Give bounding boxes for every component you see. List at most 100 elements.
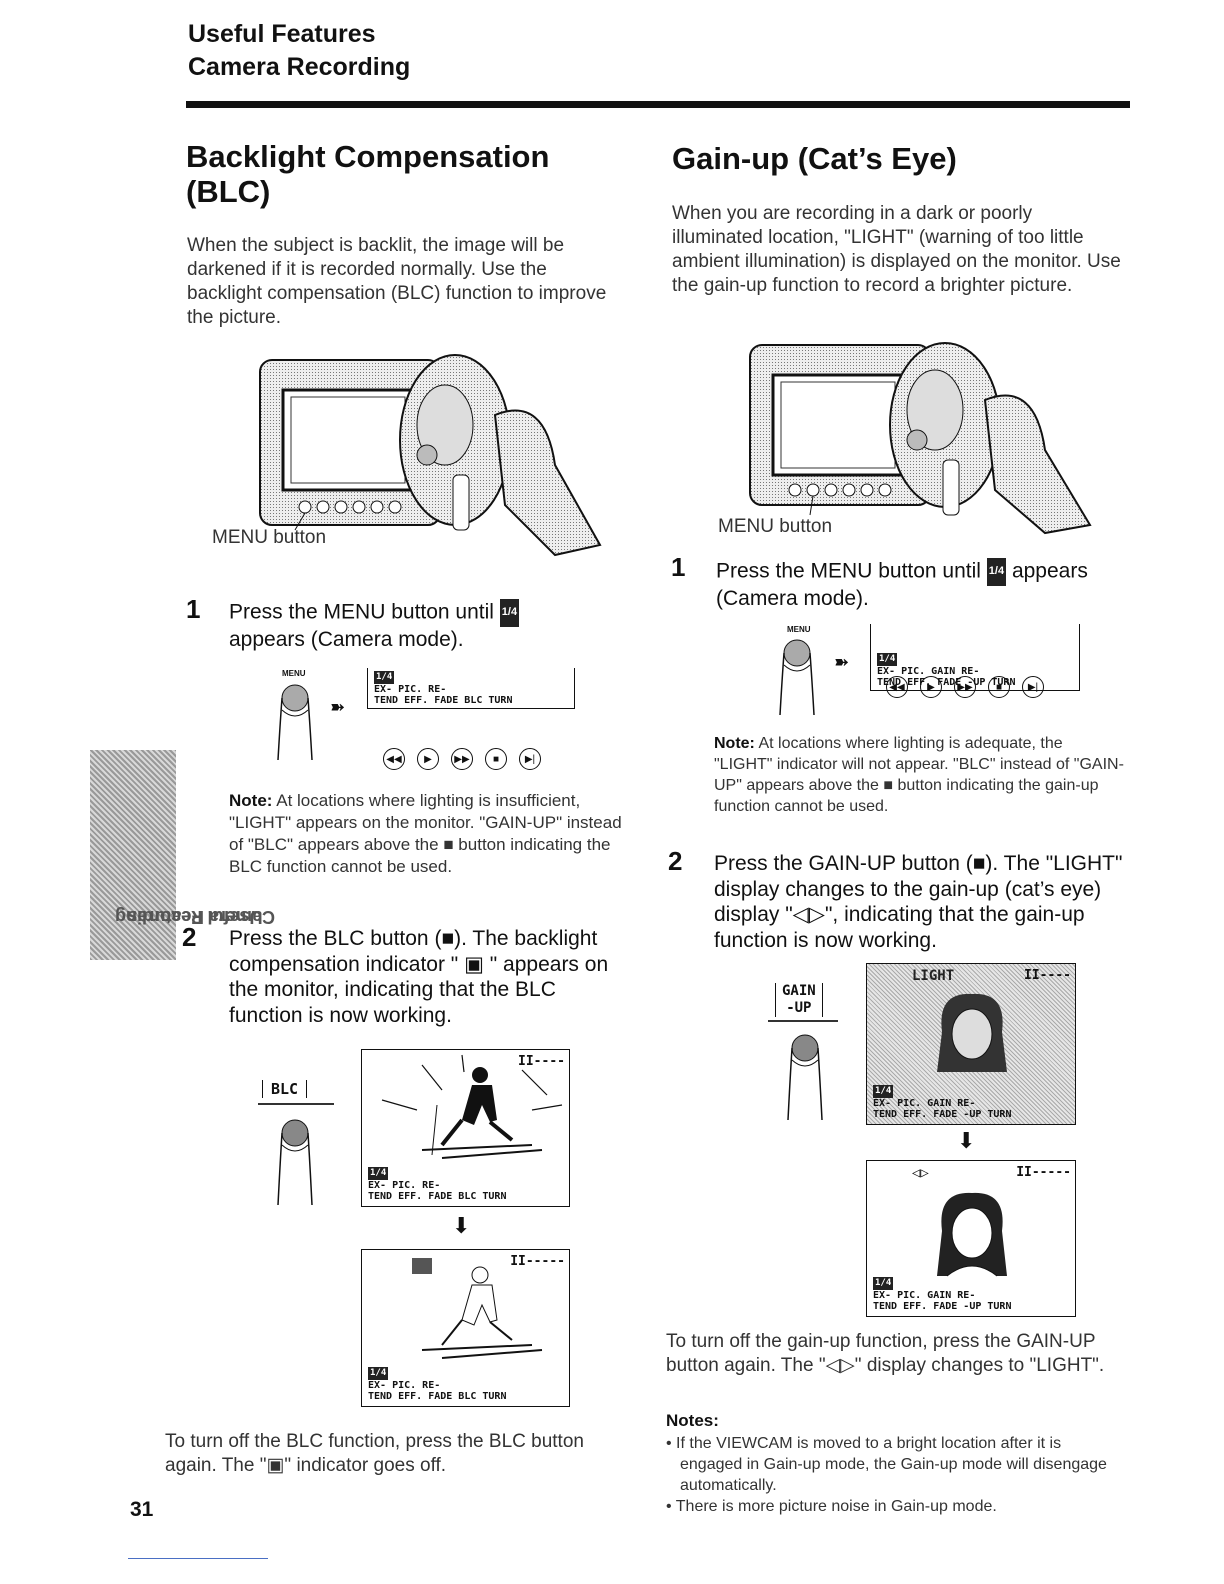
- arrow-icon: ➽: [330, 697, 346, 717]
- finger-press-icon-gainup: [787, 1034, 823, 1120]
- gain-step2-text: Press the GAIN-UP button (■). The "LIGHT…: [714, 852, 1123, 952]
- bright-screen-row2: TEND EFF. FADE -UP TURN: [873, 1301, 1012, 1312]
- finger-press-icon: [277, 684, 313, 760]
- cat-eye-indicator: ◁▷: [912, 1165, 929, 1181]
- rewind-button-icon: ◀◀: [886, 676, 908, 698]
- ff-button-icon: ▶▶: [954, 676, 976, 698]
- skier-bright-illustration: [412, 1258, 543, 1359]
- gainup-screen-before: LIGHT II---- 1/4 EX- PIC. GAIN RE- TEND …: [866, 963, 1076, 1125]
- gain-step1-text-a: Press the MENU button until: [716, 559, 981, 583]
- page-number: 31: [130, 1498, 154, 1521]
- screen2-row2: TEND EFF. FADE BLC TURN: [368, 1391, 507, 1402]
- finger-press-icon-blc: [277, 1119, 313, 1205]
- blc-title-line2: (BLC): [186, 174, 271, 209]
- menu-tag-right: MENU: [787, 625, 811, 634]
- finger-press-icon-right: [779, 639, 815, 715]
- dark-screen-badge: 1/4: [873, 1085, 894, 1098]
- light-warning: LIGHT: [912, 968, 955, 984]
- gainup-key-rule: [768, 1020, 838, 1022]
- tape-counter-2: II-----: [510, 1254, 565, 1269]
- tape-counter-right: II----: [1024, 968, 1071, 983]
- notes-label: Notes:: [666, 1411, 719, 1430]
- gainup-note: Note: At locations where lighting is ade…: [714, 733, 1124, 817]
- gainup-title: Gain-up (Cat’s Eye): [672, 141, 957, 176]
- gain-step1-text-b: appears (Camera mode).: [716, 559, 1088, 610]
- note-item-1: If the VIEWCAM is moved to a bright loca…: [676, 1435, 1107, 1494]
- tape-counter: II----: [518, 1054, 565, 1069]
- screen-row1: EX- PIC. RE-: [368, 1180, 441, 1191]
- blc-title-line1: Backlight Compensation: [186, 139, 550, 174]
- stop-button-icon: ■: [485, 748, 507, 770]
- note-item-2: There is more picture noise in Gain-up m…: [675, 1498, 997, 1515]
- blc-note-text: At locations where lighting is insuffici…: [229, 791, 622, 876]
- blc-note: Note: At locations where lighting is ins…: [229, 790, 629, 878]
- camera-mode-icon: 1/4: [499, 599, 520, 627]
- skip-button-icon: ▶|: [1022, 676, 1044, 698]
- osd-badge-right: 1/4: [877, 653, 898, 666]
- stop-button-icon: ■: [988, 676, 1010, 698]
- notes-list: • If the VIEWCAM is moved to a bright lo…: [666, 1433, 1121, 1517]
- screen2-badge: 1/4: [368, 1367, 389, 1380]
- step1-text-b: appears (Camera mode).: [229, 627, 464, 651]
- arrow-icon-right: ➽: [834, 652, 850, 672]
- bright-screen-badge: 1/4: [873, 1277, 894, 1290]
- gainup-note-label: Note:: [714, 735, 755, 752]
- tape-counter-right-2: II-----: [1016, 1165, 1071, 1180]
- gainup-closing: To turn off the gain-up function, press …: [666, 1331, 1105, 1376]
- rewind-button-icon: ◀◀: [383, 748, 405, 770]
- blc-key: BLC: [262, 1080, 308, 1098]
- gainup-intro: When you are recording in a dark or poor…: [672, 203, 1121, 296]
- screen2-row1: EX- PIC. RE-: [368, 1380, 441, 1391]
- portrait-dark: [937, 993, 1007, 1072]
- note-item: • If the VIEWCAM is moved to a bright lo…: [666, 1435, 1107, 1494]
- menu-button-label-right: MENU button: [718, 516, 833, 537]
- step1-text: Press the MENU button until 1/4 appears …: [229, 599, 629, 652]
- camera-mode-icon-right: 1/4: [986, 558, 1007, 586]
- gainup-screen-after: ◁▷ II----- 1/4 EX- PIC. GAIN RE- TEND EF…: [866, 1160, 1076, 1317]
- menu-button-label: MENU button: [212, 527, 327, 548]
- blc-closing: To turn off the BLC function, press the …: [165, 1431, 584, 1476]
- play-button-icon: ▶: [920, 676, 942, 698]
- gainup-note-text: At locations where lighting is adequate,…: [714, 735, 1124, 815]
- play-button-icon: ▶: [417, 748, 439, 770]
- portrait-bright: [937, 1192, 1007, 1277]
- osd-row1-right: EX- PIC. GAIN RE-: [877, 666, 980, 677]
- screen-badge: 1/4: [368, 1167, 389, 1180]
- osd-badge: 1/4: [374, 671, 395, 684]
- gain-step1-text: Press the MENU button until 1/4 appears …: [716, 558, 1126, 611]
- osd-row2: TEND EFF. FADE BLC TURN: [374, 695, 513, 706]
- header-line1: Useful Features: [188, 20, 376, 48]
- blc-screen-after: II----- 1/4 EX- PIC. RE- TEND EFF. FADE …: [361, 1249, 570, 1407]
- step1-text-a: Press the MENU button until: [229, 600, 494, 624]
- menu-button-row-right: ◀◀ ▶ ▶▶ ■ ▶|: [886, 676, 1044, 698]
- menu-tag: MENU: [282, 669, 306, 678]
- blc-screen-before: II---- 1/4 EX- PIC. RE- TEND EFF. FADE B…: [361, 1049, 570, 1207]
- section-header: Useful Features Camera Recording: [188, 18, 410, 84]
- blc-title: Backlight Compensation (BLC): [186, 139, 549, 209]
- gainup-key-line2: -UP: [786, 1000, 812, 1016]
- blc-note-label: Note:: [229, 791, 273, 810]
- osd-row1: EX- PIC. RE-: [374, 684, 447, 695]
- step1-number: 1: [186, 594, 201, 624]
- note-item: • There is more picture noise in Gain-up…: [666, 1498, 997, 1515]
- footer-line: [128, 1558, 268, 1559]
- menu-osd: 1/4 EX- PIC. RE- TEND EFF. FADE BLC TURN: [367, 668, 575, 709]
- down-arrow-icon: ⬇: [452, 1213, 471, 1238]
- header-rule: [186, 101, 1130, 108]
- osd-row2-right: TEND EFF. FADE -UP TURN: [877, 677, 1016, 688]
- ff-button-icon: ▶▶: [451, 748, 473, 770]
- gain-step1-number: 1: [671, 552, 686, 582]
- camcorder-illustration-right: [749, 342, 1092, 535]
- gainup-key-line1: GAIN: [782, 983, 816, 999]
- camcorder-illustration: [259, 354, 602, 557]
- blc-key-rule: [258, 1103, 334, 1105]
- step2-number: 2: [182, 922, 197, 952]
- blc-intro: When the subject is backlit, the image w…: [187, 235, 607, 328]
- bright-screen-row1: EX- PIC. GAIN RE-: [873, 1290, 976, 1301]
- gain-step2-number: 2: [668, 846, 683, 876]
- dark-screen-row2: TEND EFF. FADE -UP TURN: [873, 1109, 1012, 1120]
- dark-screen-row1: EX- PIC. GAIN RE-: [873, 1098, 976, 1109]
- header-line2: Camera Recording: [188, 53, 411, 81]
- skip-button-icon: ▶|: [519, 748, 541, 770]
